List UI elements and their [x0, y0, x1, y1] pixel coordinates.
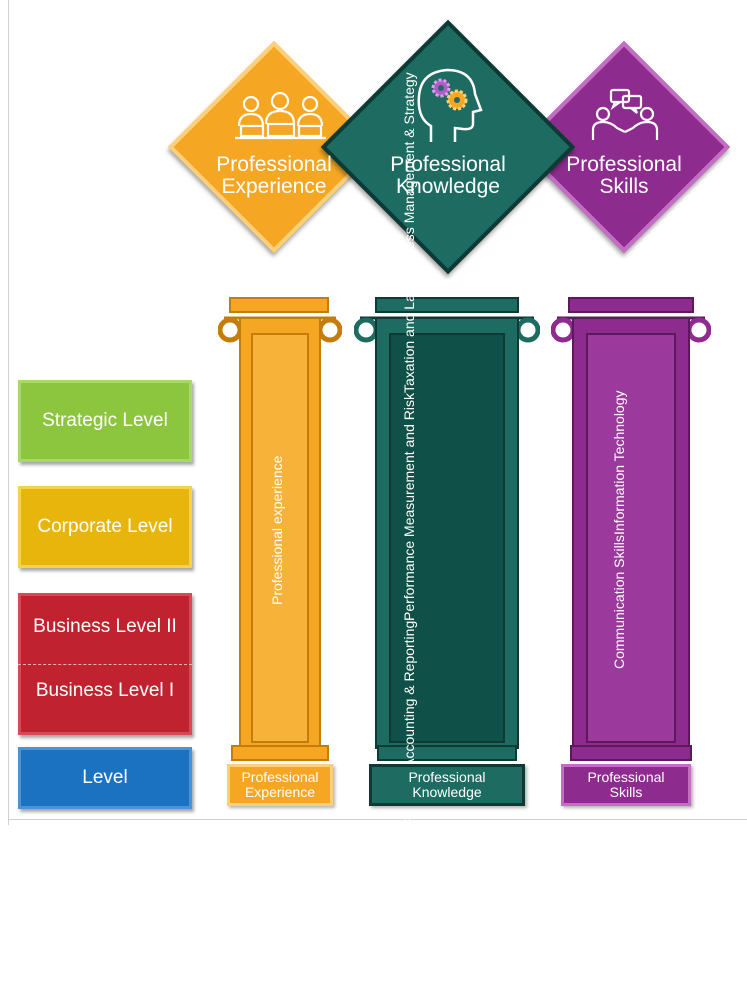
pillar-skills-text: Communication Skills Information Technol… [611, 390, 627, 670]
diamond-professional-knowledge [320, 19, 576, 275]
people-talking-icon [591, 88, 659, 140]
frame-left-border [8, 0, 9, 825]
level-strategic-label: Strategic Level [42, 410, 168, 431]
level-strategic: Strategic Level [18, 380, 192, 462]
pillar-knowledge-text: Audit, Assurance & Ethics Financial Acco… [401, 72, 417, 988]
level-divider [18, 664, 192, 665]
frame-bottom-border [8, 819, 747, 820]
head-with-gears-icon [417, 68, 483, 142]
pillar-experience-text: Professional experience [269, 455, 285, 605]
level-business: Business Level II Business Level I [18, 593, 192, 735]
pillar-knowledge [354, 297, 540, 761]
level-generic: Level [18, 747, 192, 809]
level-business-2-label: Business Level II [33, 616, 177, 637]
level-generic-label: Level [82, 767, 128, 788]
level-corporate-label: Corporate Level [37, 516, 173, 537]
level-business-1-label: Business Level I [35, 680, 175, 701]
people-at-laptops-icon [235, 92, 326, 140]
pillar-skills [551, 297, 711, 761]
pillar-experience [218, 297, 342, 761]
level-corporate: Corporate Level [18, 486, 192, 568]
